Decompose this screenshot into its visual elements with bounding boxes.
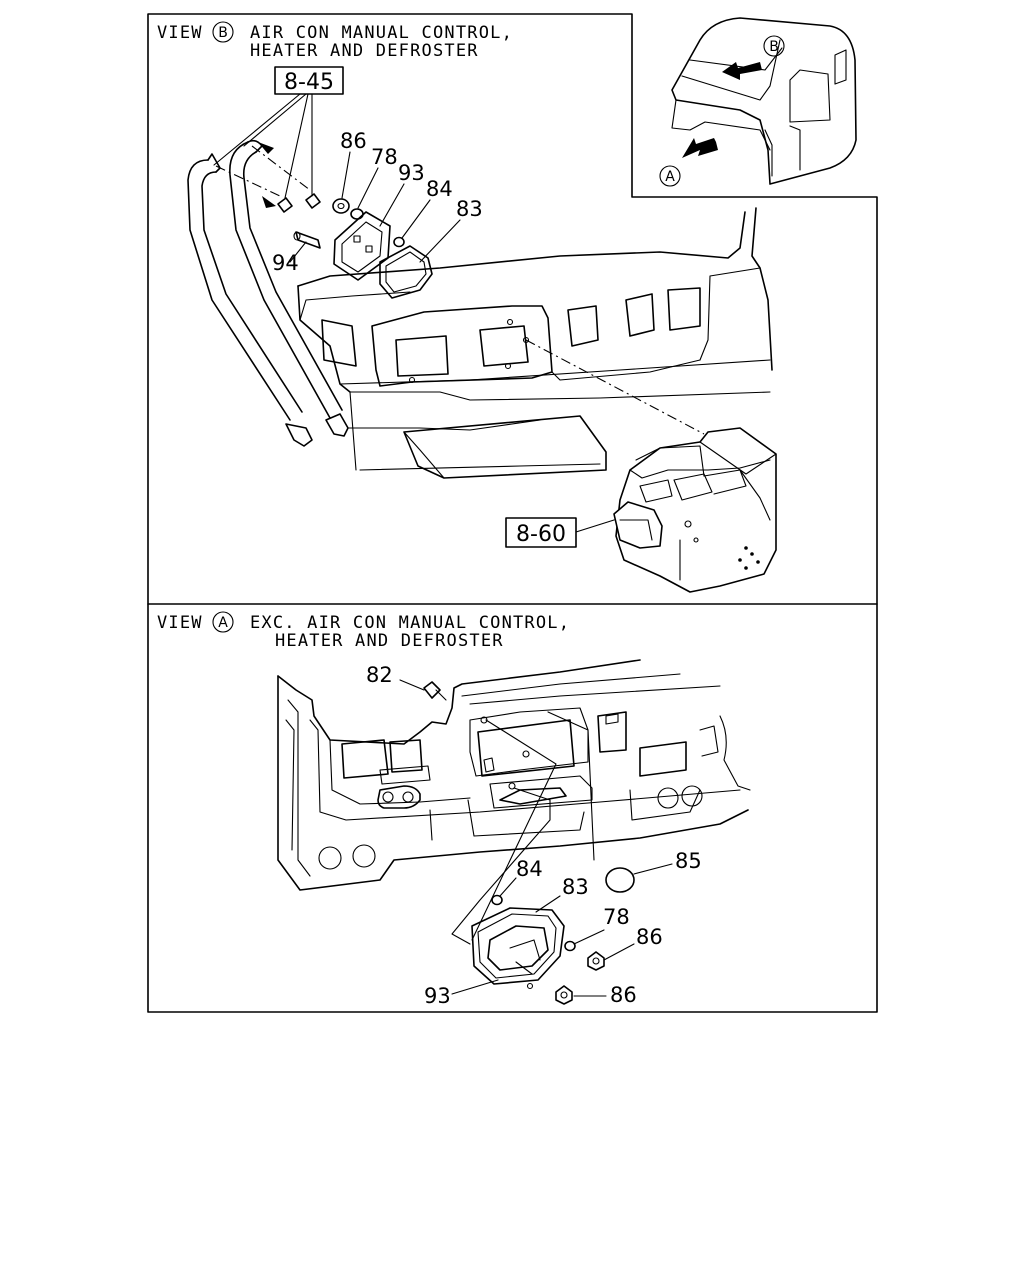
view-a-title-line2: HEATER AND DEFROSTER — [275, 631, 504, 651]
callout-84: 84 — [426, 177, 453, 201]
view-b-header: VIEW B AIR CON MANUAL CONTROL, HEATER AN… — [157, 21, 513, 61]
view-a-circle-marker — [212, 611, 234, 633]
view-b-title-line2: HEATER AND DEFROSTER — [250, 41, 479, 61]
arrow-b-icon — [722, 62, 762, 80]
ref-box-8-45: 8-45 — [213, 66, 344, 199]
svg-text:8-45: 8-45 — [284, 70, 334, 95]
callout-86: 86 — [636, 925, 663, 949]
control-unit-drawing — [613, 427, 777, 593]
svg-text:8-60: 8-60 — [516, 522, 566, 547]
callout-93: 93 — [424, 984, 451, 1008]
callout-78: 78 — [603, 905, 630, 929]
view-b-label: VIEW — [157, 23, 203, 43]
view-b-circle-marker — [212, 21, 234, 43]
view-b-callouts: 86 78 93 84 83 94 — [272, 129, 483, 275]
callout-85: 85 — [675, 849, 702, 873]
callout-93: 93 — [398, 161, 425, 185]
ref-box-8-60: 8-60 — [505, 517, 615, 548]
view-a-callouts: 82 84 83 85 78 86 93 86 — [366, 663, 702, 1008]
view-a-title-line1: EXC. AIR CON MANUAL CONTROL, — [250, 613, 570, 633]
inset-marker-b — [763, 35, 785, 57]
cab-inset-drawing: B A — [659, 17, 857, 187]
svg-text:A: A — [665, 169, 675, 185]
svg-text:B: B — [769, 39, 779, 55]
callout-94: 94 — [272, 251, 299, 275]
view-b-drawing — [187, 139, 773, 479]
inset-marker-a — [659, 165, 681, 187]
diagram-frames — [147, 13, 878, 1013]
svg-text:A: A — [218, 615, 228, 631]
view-a-label: VIEW — [157, 613, 203, 633]
callout-86: 86 — [340, 129, 367, 153]
callout-84: 84 — [516, 857, 543, 881]
svg-text:B: B — [218, 25, 228, 41]
arrow-a-icon — [682, 138, 718, 158]
view-a-drawing — [277, 659, 751, 1005]
view-a-header: VIEW A EXC. AIR CON MANUAL CONTROL, HEAT… — [157, 611, 570, 651]
callout-86-lower: 86 — [610, 983, 637, 1007]
callout-83: 83 — [456, 197, 483, 221]
callout-78: 78 — [371, 145, 398, 169]
callout-83: 83 — [562, 875, 589, 899]
view-b-title-line1: AIR CON MANUAL CONTROL, — [250, 23, 513, 43]
callout-82: 82 — [366, 663, 393, 687]
